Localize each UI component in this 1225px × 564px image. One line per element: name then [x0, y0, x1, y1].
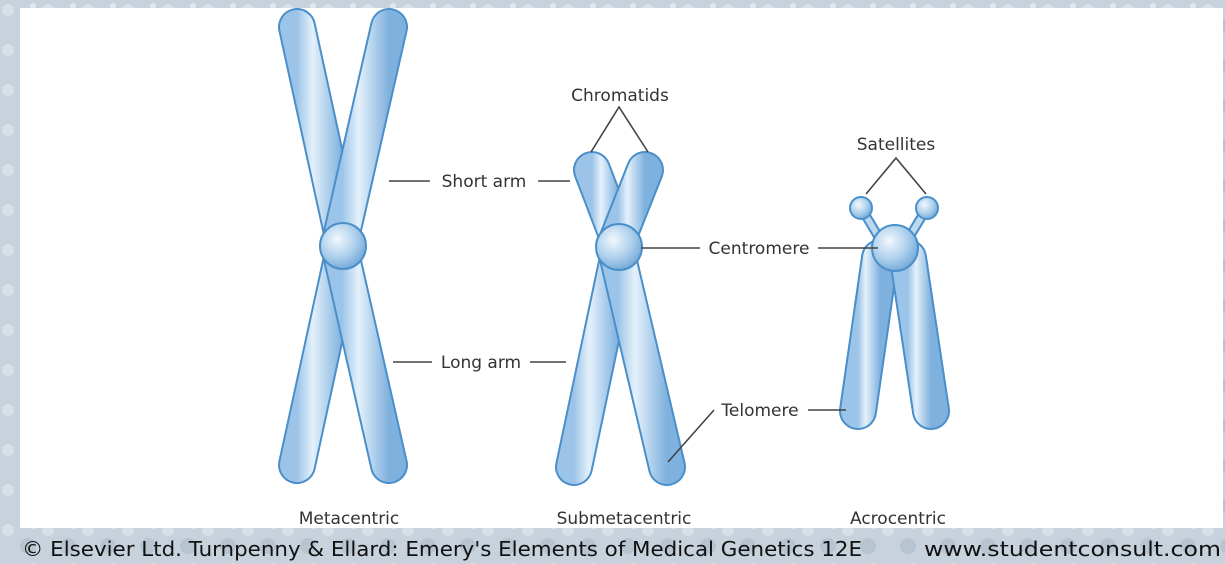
long-arm-label: Long arm	[441, 353, 521, 373]
submetacentric-caption: Submetacentric	[557, 509, 692, 529]
short-arm-label: Short arm	[442, 172, 527, 192]
website-text: www.studentconsult.com	[924, 537, 1221, 561]
chromatids-label: Chromatids	[571, 86, 669, 106]
acrocentric-caption: Acrocentric	[850, 509, 946, 529]
submetacentric-centromere	[596, 224, 642, 270]
copyright-text: © Elsevier Ltd. Turnpenny & Ellard: Emer…	[22, 537, 862, 561]
satellites-label: Satellites	[857, 135, 936, 155]
telomere-label: Telomere	[720, 401, 798, 421]
centromere-label: Centromere	[709, 239, 810, 259]
acrocentric-centromere	[872, 225, 918, 271]
satellite-left	[850, 197, 872, 219]
metacentric-caption: Metacentric	[299, 509, 400, 529]
metacentric-centromere	[320, 223, 366, 269]
satellite-right	[916, 197, 938, 219]
